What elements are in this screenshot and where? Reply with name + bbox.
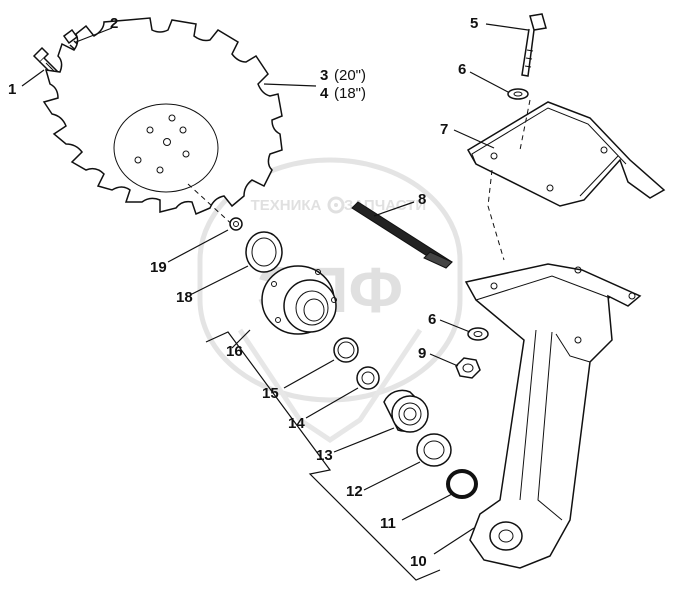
axle-pin-part-8 [351,201,453,269]
washer-part-6-lower [467,327,489,341]
callout-6-top: 6 [458,61,466,78]
bearing-part-13 [383,389,429,433]
bracket-plate-part-7 [466,101,666,207]
callout-12: 12 [346,483,363,500]
callout-3-note: (20") [334,67,366,84]
callout-6-lower: 6 [428,311,436,328]
watermark-gear-icon [327,196,345,214]
bolt-part-5 [521,13,547,77]
leader-lines [21,23,529,555]
seal-part-12 [416,433,452,467]
grease-fitting-part-19 [229,217,243,231]
callout-16: 16 [226,343,243,360]
callout-3: 3 [320,67,328,84]
callout-5: 5 [470,15,478,32]
o-ring-part-11 [446,469,478,499]
callout-labels: 1 2 3 (20") 4 (18") 5 6 7 8 6 9 10 11 12… [8,15,478,570]
callout-13: 13 [316,447,333,464]
circlip-part-15 [333,337,359,363]
callout-9: 9 [418,345,426,362]
watermark-left-word: ТЕХНИКА [251,197,322,214]
callout-2: 2 [110,15,118,32]
callout-14: 14 [288,415,305,432]
callout-10: 10 [410,553,427,570]
callout-11: 11 [380,515,396,532]
alignment-line-bracket [487,169,505,261]
callout-8: 8 [418,191,426,208]
callout-18: 18 [176,289,193,306]
washer-part-6-top [507,88,529,100]
alignment-line-disc [187,183,237,229]
callout-19: 19 [150,259,167,276]
hub-part-16 [261,265,337,335]
arm-bracket-part-10 [464,263,642,569]
callout-4: 4 [320,85,329,102]
spacer-ring-part-14 [356,366,380,390]
group-bracket-line [205,331,441,581]
callout-1: 1 [8,81,16,98]
seal-ring-part-18 [245,231,283,273]
coulter-disc-part-3-4 [42,17,283,216]
nut-part-9 [455,357,481,379]
callout-7: 7 [440,121,448,138]
callout-4-note: (18") [334,85,366,102]
callout-15: 15 [262,385,279,402]
